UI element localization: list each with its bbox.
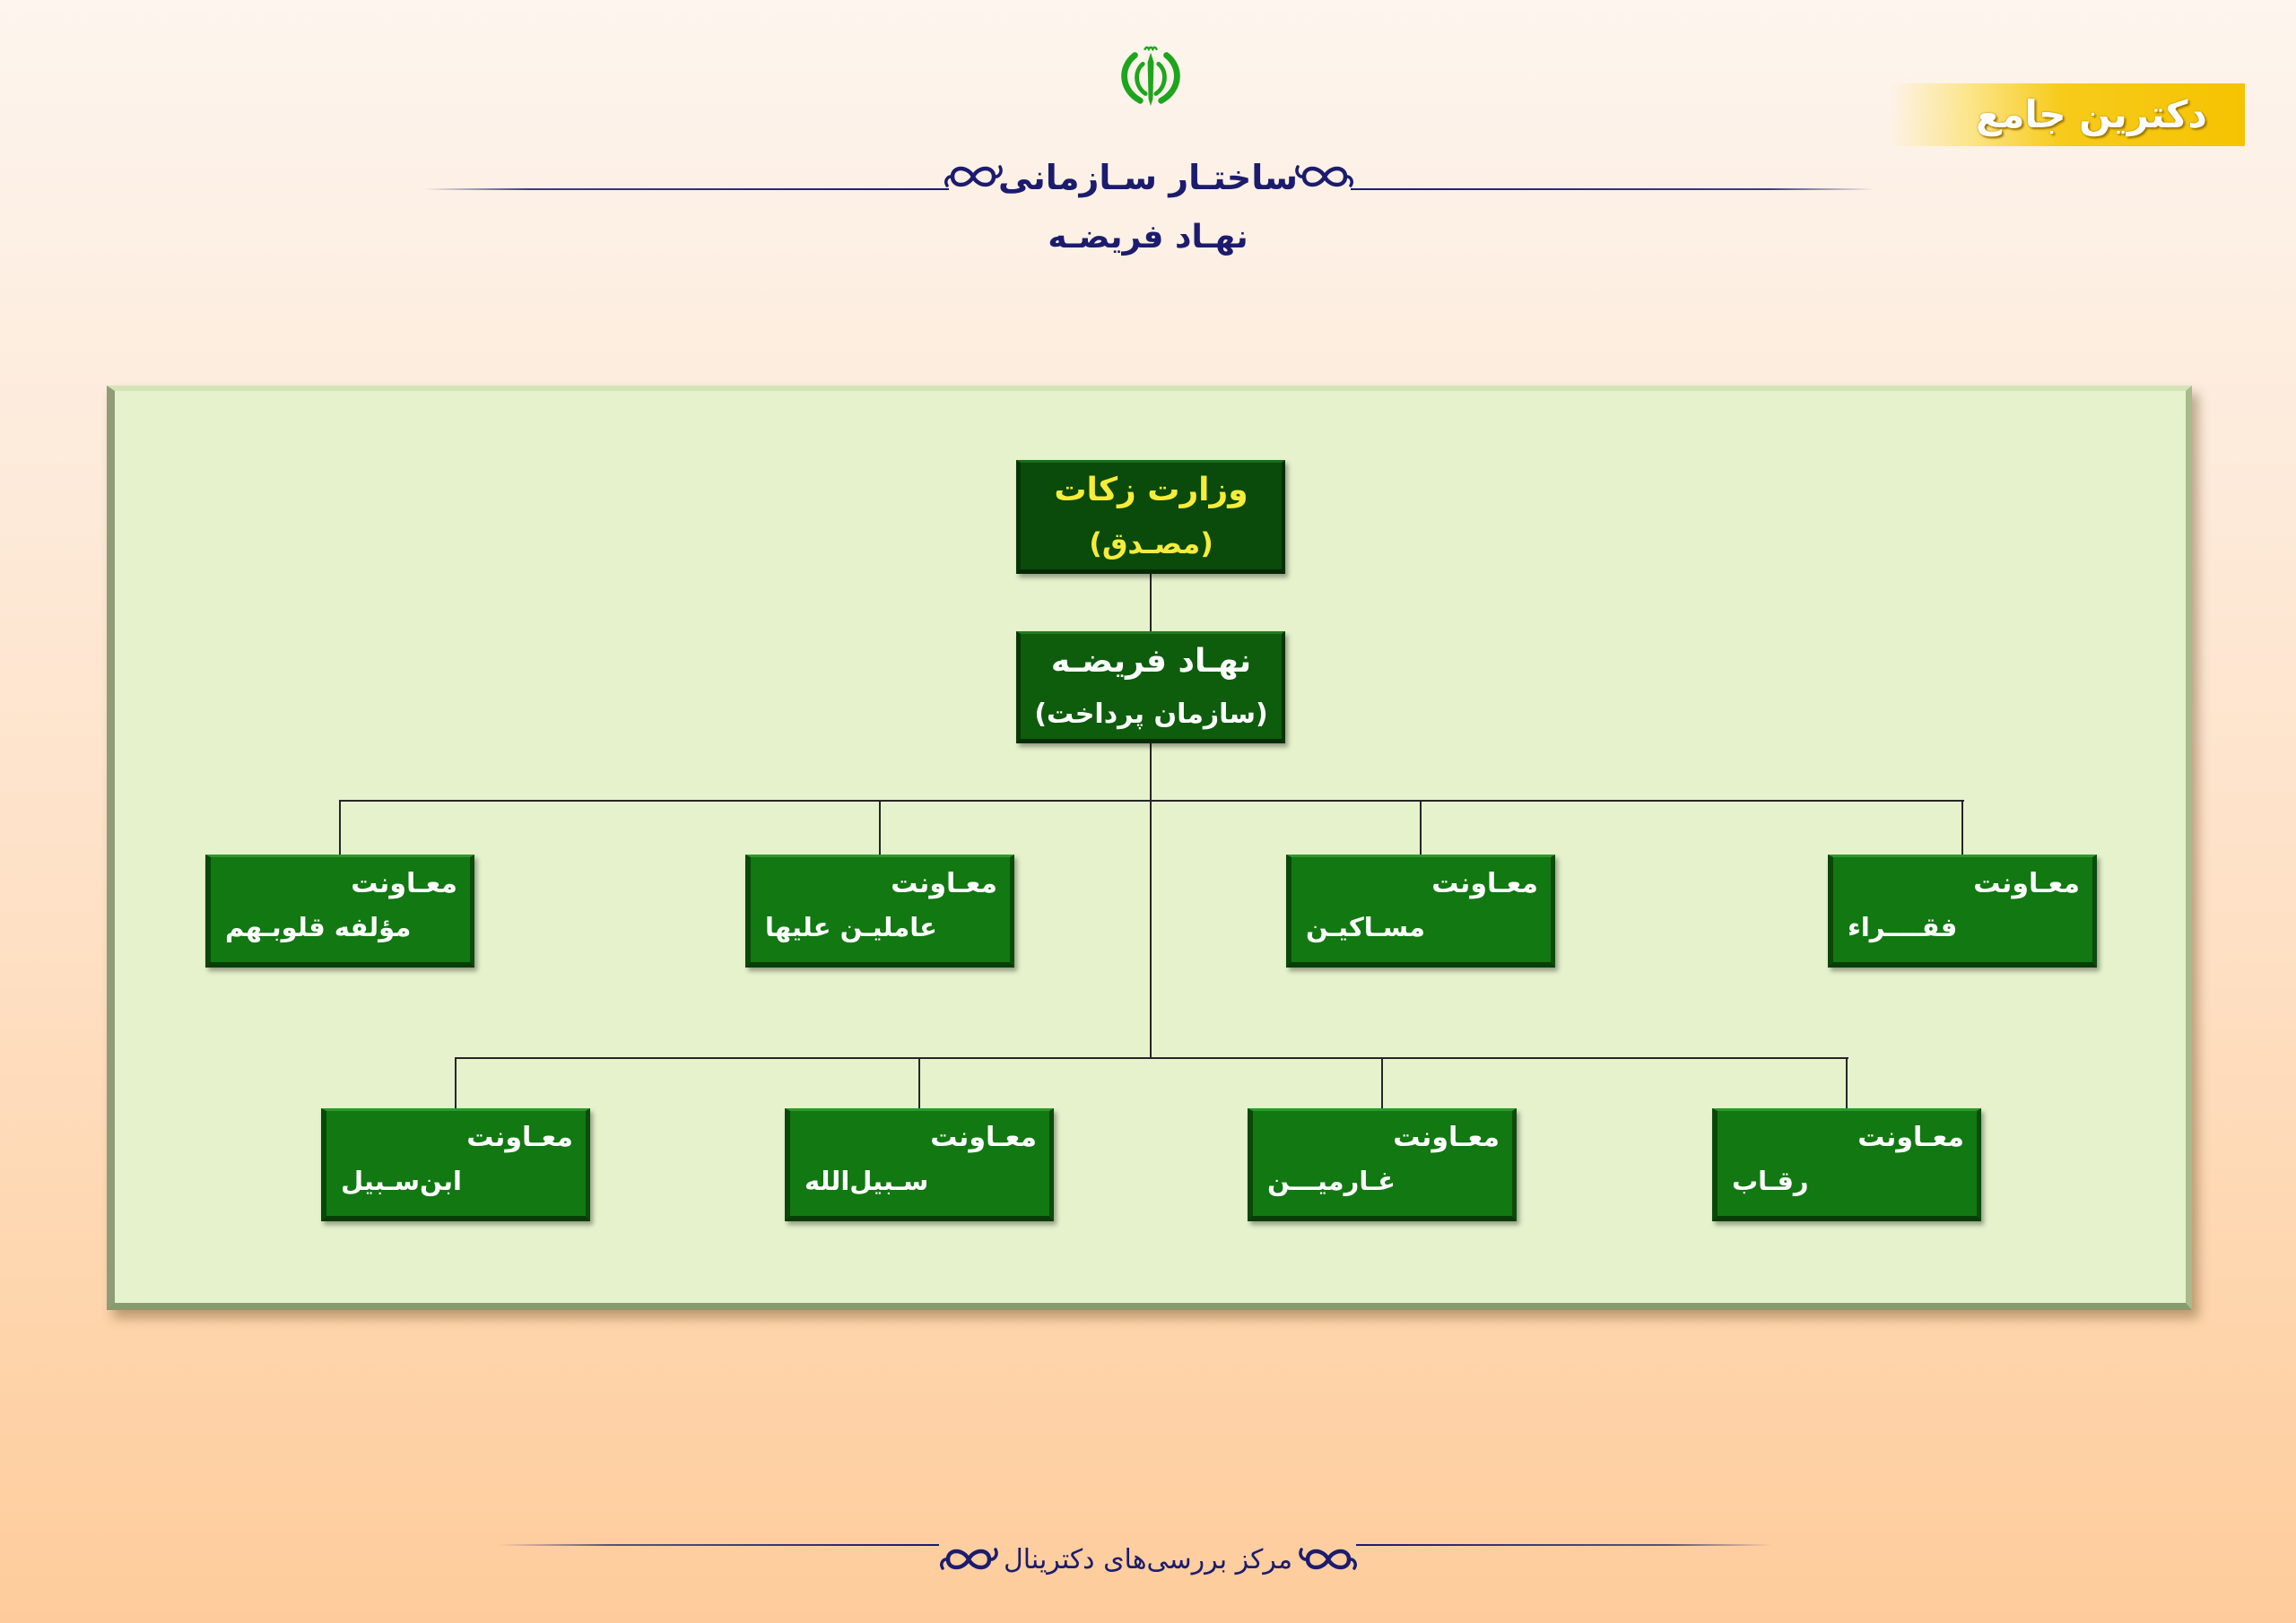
deputy-name: ابن‌سـبیل	[341, 1166, 462, 1196]
org-box-ministry: وزارت زکات (مصـدق)	[1016, 460, 1285, 574]
deputy-box: معـاونت فقــــراء	[1828, 855, 2097, 968]
connector-line	[340, 800, 1964, 802]
deputy-name: رقـاب	[1732, 1166, 1809, 1196]
connector-line	[879, 800, 881, 855]
deputy-name: عاملیـن علیها	[765, 912, 937, 942]
org-box-payment-org: نهـاد فریضـه (سازمان پرداخت)	[1016, 631, 1285, 743]
page-title: ساختـار سـازمانی	[998, 158, 1298, 197]
deputy-label: معـاونت	[891, 868, 997, 899]
connector-line	[339, 800, 341, 855]
deputy-box: معـاونت سـبیل‌الله	[785, 1108, 1054, 1221]
footer-divider-line	[1356, 1544, 1772, 1546]
ornament-swirl-icon	[937, 1541, 1000, 1578]
footer-text: مرکز بررسی‌های دکترینال	[1003, 1544, 1293, 1575]
title-divider-line	[424, 188, 949, 190]
doctrine-banner: دکترین جامع	[1889, 83, 2245, 146]
deputy-box: معـاونت غـارمیـــن	[1248, 1108, 1517, 1221]
ornament-swirl-icon	[1297, 1541, 1360, 1578]
connector-line	[455, 1057, 457, 1109]
deputy-name: مسـاکیـن	[1306, 912, 1425, 942]
deputy-name: مؤلفه قلوبـهم	[225, 912, 412, 942]
deputy-label: معـاونت	[930, 1122, 1037, 1153]
connector-line	[1420, 800, 1422, 855]
deputy-name: غـارمیـــن	[1267, 1166, 1396, 1196]
connector-line	[918, 1057, 920, 1109]
connector-line	[1381, 1057, 1383, 1109]
deputy-box: معـاونت مؤلفه قلوبـهم	[205, 855, 474, 968]
deputy-name: فقــــراء	[1848, 912, 1958, 942]
deputy-box: معـاونت عاملیـن علیها	[745, 855, 1014, 968]
ornament-swirl-icon	[1293, 158, 1356, 195]
connector-line	[1150, 574, 1152, 1059]
deputy-label: معـاونت	[1393, 1122, 1500, 1153]
ornament-swirl-icon	[942, 158, 1004, 195]
connector-line	[1846, 1057, 1848, 1109]
title-divider-line	[1351, 188, 1874, 190]
org-box-subtitle: (مصـدق)	[1089, 526, 1213, 560]
deputy-box: معـاونت مسـاکیـن	[1286, 855, 1555, 968]
org-box-subtitle: (سازمان پرداخت)	[1034, 699, 1268, 730]
deputy-label: معـاونت	[351, 868, 457, 899]
deputy-box: معـاونت رقـاب	[1712, 1108, 1981, 1221]
deputy-label: معـاونت	[1973, 868, 2080, 899]
connector-line	[456, 1057, 1848, 1059]
deputy-label: معـاونت	[1857, 1122, 1964, 1153]
footer-divider-line	[498, 1544, 939, 1546]
deputy-label: معـاونت	[466, 1122, 573, 1153]
org-box-title: وزارت زکات	[1054, 472, 1248, 508]
page-subtitle: نهـاد فریضـه	[1048, 219, 1248, 256]
banner-label: دکترین جامع	[1975, 92, 2207, 136]
deputy-name: سـبیل‌الله	[804, 1166, 929, 1196]
connector-line	[1961, 800, 1963, 855]
deputy-box: معـاونت ابن‌سـبیل	[321, 1108, 590, 1221]
iran-emblem-icon	[1116, 41, 1186, 111]
org-box-title: نهـاد فریضـه	[1050, 643, 1252, 680]
deputy-label: معـاونت	[1431, 868, 1538, 899]
